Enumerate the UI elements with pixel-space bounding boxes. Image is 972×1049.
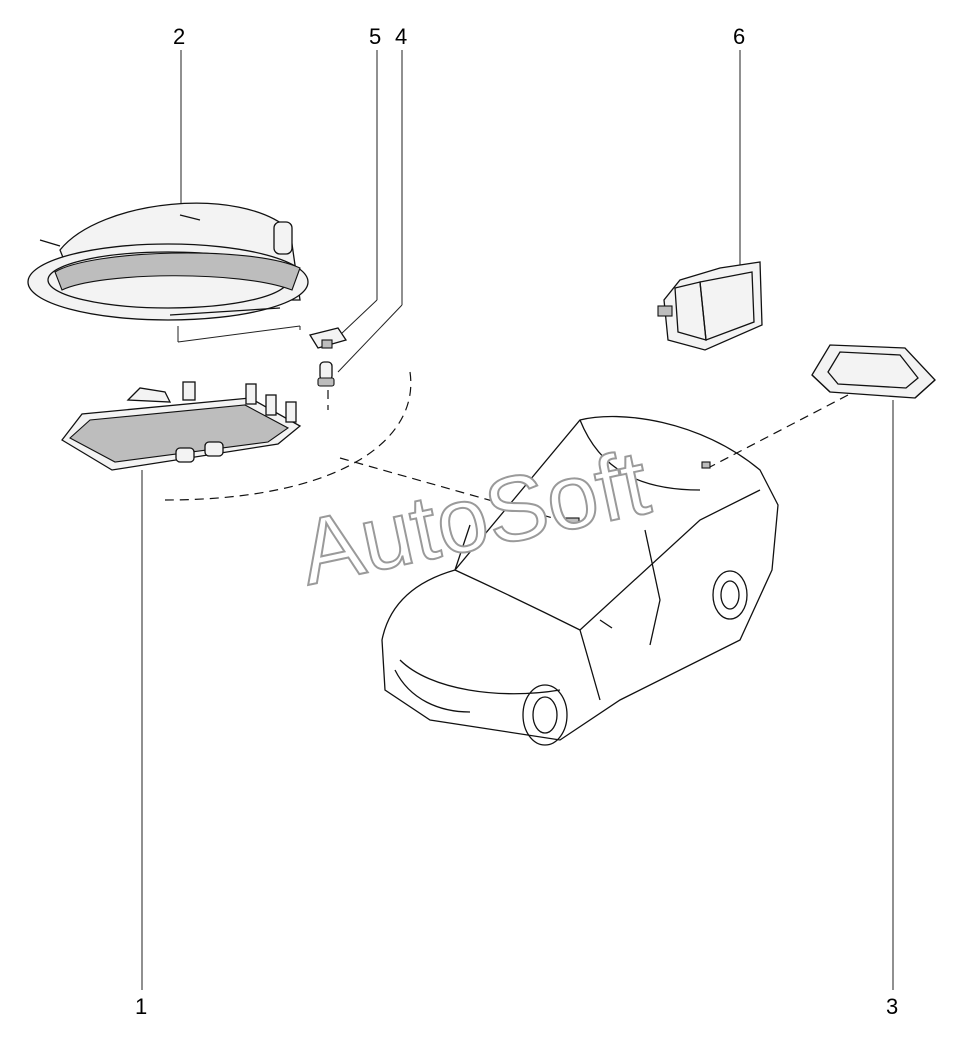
callout-5: 5 [369,24,381,49]
part-6-trunk-lamp-icon [657,261,763,351]
part-2-roof-console-lamp-icon [27,202,309,321]
part-4-bulb-icon [317,361,335,387]
callout-6: 6 [733,24,745,49]
callout-4: 4 [395,24,407,49]
callout-2: 2 [173,24,185,49]
part-1-interior-lamp-icon [61,381,302,471]
part-3-license-plate-lamp-icon [811,344,936,399]
callout-3: 3 [886,994,898,1019]
assembly-lines [164,371,849,521]
vehicle-sedan-car-icon [381,415,779,746]
leader-lines [141,50,894,990]
callout-1: 1 [135,994,147,1019]
part-5-lamp-socket-icon [308,327,348,349]
